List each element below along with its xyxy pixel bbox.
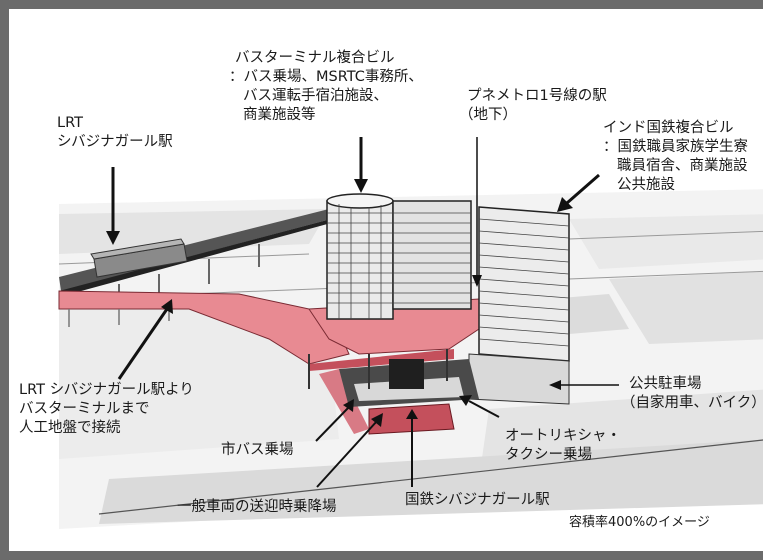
auto-rickshaw-label-line2: タクシー乗場 <box>505 447 592 463</box>
railway-complex-label-line1: インド国鉄複合ビル <box>603 120 734 136</box>
lrt-station-label-line1: LRT <box>57 115 83 131</box>
bus-terminal-building <box>326 193 472 320</box>
lrt-viaduct <box>59 209 331 309</box>
deck-connection-label-line3: 人工地盤で接続 <box>19 420 121 436</box>
drop-off-label: 一般車両の送迎時乗降場 <box>177 499 337 515</box>
metro-station-label-line2: （地下） <box>459 107 517 123</box>
public-parking-label-line2: （自家用車、バイク） <box>621 395 763 411</box>
public-parking-label: 公共駐車場 （自家用車、バイク） <box>621 375 763 413</box>
railway-complex-building <box>468 206 570 405</box>
deck-connection-label: LRT シバジナガール駅より バスターミナルまで 人工地盤で接続 <box>19 381 194 438</box>
deck-connection-label-line2: バスターミナルまで <box>19 401 150 417</box>
auto-rickshaw-label: オートリキシャ・ タクシー乗場 <box>505 427 621 465</box>
auto-rickshaw-label-line1: オートリキシャ・ <box>505 428 621 444</box>
railway-complex-label-line2: ：国鉄職員家族学生寮 <box>603 139 748 155</box>
bus-terminal-label-line1: バスターミナル複合ビル <box>235 50 395 66</box>
leader-arrows <box>106 137 619 488</box>
city-bus-label: 市バス乗場 <box>221 442 294 458</box>
bus-terminal-label-line3: バス運転手宿泊施設、 <box>243 88 388 104</box>
site-illustration <box>58 137 763 529</box>
railway-complex-label: インド国鉄複合ビル ：国鉄職員家族学生寮 職員宿舎、商業施設 公共施設 <box>603 119 748 195</box>
metro-station-label-line1: プネメトロ1号線の駅 <box>467 88 607 104</box>
bus-terminal-label-line2: ：バス乗場、MSRTC事務所、 <box>229 69 423 85</box>
lrt-station-label-line2: シバジナガール駅 <box>57 134 173 150</box>
bus-terminal-label-line4: 商業施設等 <box>243 107 316 123</box>
caption: 容積率400%のイメージ <box>569 515 710 530</box>
bus-terminal-label: バスターミナル複合ビル ：バス乗場、MSRTC事務所、 バス運転手宿泊施設、 商… <box>229 49 423 125</box>
public-parking-label-line1: 公共駐車場 <box>629 376 702 392</box>
forecourt <box>308 349 479 407</box>
railway-complex-label-line4: 公共施設 <box>617 177 675 193</box>
lrt-station-label: LRT シバジナガール駅 <box>57 114 173 152</box>
railway-complex-label-line3: 職員宿舎、商業施設 <box>617 158 748 174</box>
railway-station-label: 国鉄シバジナガール駅 <box>405 492 550 508</box>
metro-station-label: プネメトロ1号線の駅 （地下） <box>459 87 607 125</box>
deck-connection-label-line1: LRT シバジナガール駅より <box>19 382 194 398</box>
